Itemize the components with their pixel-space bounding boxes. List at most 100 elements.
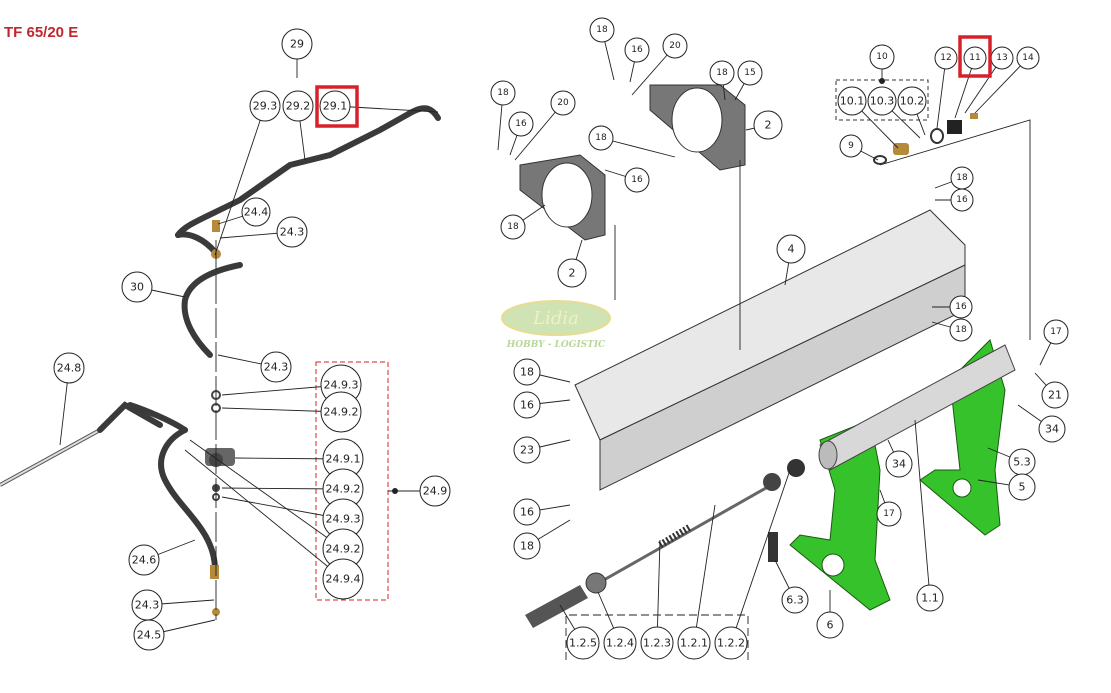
callout-label: 18	[596, 25, 608, 35]
callout-29-1: 29.1	[319, 90, 439, 122]
callout-label: 18	[520, 366, 534, 379]
callout-label: 16	[520, 399, 534, 412]
callout-circle	[513, 498, 541, 526]
callout-16: 16	[604, 167, 650, 193]
callout-label: 17	[883, 509, 894, 519]
callout-circle	[963, 46, 987, 70]
callout-circle	[1016, 46, 1040, 70]
callout-16: 16	[513, 498, 571, 526]
callout-circle	[737, 60, 763, 86]
callout-circle	[934, 46, 958, 70]
callout-24-3: 24.3	[131, 589, 215, 621]
callout-circle	[776, 234, 806, 264]
callout-label: 6	[827, 619, 834, 632]
callout-circle	[513, 391, 541, 419]
callout-29-2: 29.2	[282, 90, 314, 161]
callout-label: 10.1	[840, 95, 865, 108]
callout-circle	[677, 626, 711, 660]
callout-circle	[490, 80, 516, 106]
callout-10-1: 10.1	[837, 86, 899, 149]
callout-circle	[513, 436, 541, 464]
callout-circle	[500, 214, 526, 240]
callout-circle	[949, 295, 973, 319]
callout-1-2-3: 1.2.3	[640, 539, 674, 660]
callout-label: 18	[507, 222, 519, 232]
callout-16: 16	[932, 295, 973, 319]
callout-1-1: 1.1	[914, 419, 944, 612]
callout-29: 29	[281, 28, 313, 78]
callout-circle	[816, 611, 844, 639]
callout-label: 30	[130, 281, 144, 294]
callout-label: 10.2	[900, 95, 925, 108]
callout-circle	[950, 188, 974, 212]
callout-circle	[53, 352, 85, 384]
callout-label: 24.3	[264, 361, 289, 374]
callout-18: 18	[709, 60, 735, 101]
leader-line	[656, 539, 661, 644]
leader-line	[334, 105, 439, 113]
callout-circle	[281, 28, 313, 60]
callout-circle	[276, 216, 308, 248]
callout-24-8: 24.8	[53, 352, 85, 446]
callout-label: 1.2.3	[643, 637, 671, 650]
callout-label: 1.2.1	[680, 637, 708, 650]
callout-label: 29	[290, 38, 304, 51]
callout-label: 24.8	[57, 362, 82, 375]
callout-24-5: 24.5	[133, 619, 216, 651]
callout-20: 20	[631, 33, 688, 96]
callout-9: 9	[839, 134, 879, 161]
callout-circle	[550, 90, 576, 116]
callout-circle	[867, 86, 897, 116]
callout-circle	[603, 626, 637, 660]
callout-circle	[1008, 473, 1036, 501]
callout-label: 13	[996, 53, 1007, 63]
callout-12: 12	[934, 46, 958, 129]
callout-24-6: 24.6	[128, 539, 196, 576]
callout-label: 16	[515, 119, 527, 129]
callout-5-3: 5.3	[987, 447, 1036, 476]
callout-1-2-1: 1.2.1	[677, 504, 716, 660]
callout-18: 18	[588, 125, 676, 158]
callout-circle	[662, 33, 688, 59]
callout-circle	[753, 110, 783, 140]
callout-label: 2	[569, 267, 576, 280]
callout-20: 20	[514, 90, 576, 161]
beam-4	[574, 209, 966, 491]
callout-24-4: 24.4	[217, 197, 271, 227]
callout-21: 21	[1034, 372, 1069, 409]
callout-label: 24.9.2	[324, 406, 359, 419]
callout-circle	[876, 501, 902, 527]
logo-tagline: HOBBY - LOGISTIC	[506, 340, 606, 350]
model-title: TF 65/20 E	[4, 24, 79, 41]
lidia-logo-watermark: Lidia HOBBY - LOGISTIC	[501, 300, 611, 350]
callout-label: 1.2.5	[569, 637, 597, 650]
callout-label: 10	[876, 52, 888, 62]
callout-34: 34	[1017, 404, 1066, 443]
highlight-box-11	[958, 35, 992, 78]
frame-stand-6	[789, 419, 891, 611]
callout-label: 20	[557, 98, 569, 108]
callout-label: 18	[497, 88, 509, 98]
logo-name: Lidia	[532, 308, 579, 329]
callout-label: 24.3	[135, 599, 160, 612]
callout-6-3: 6.3	[774, 559, 809, 614]
callout-circle	[624, 167, 650, 193]
callout-label: 24.9.4	[326, 573, 361, 586]
shield-2-front	[519, 154, 606, 241]
callout-circle	[1038, 415, 1066, 443]
callout-label: 18	[520, 540, 534, 553]
callout-circle	[513, 358, 541, 386]
callout-label: 1.2.4	[606, 637, 634, 650]
callout-label: 4	[788, 243, 795, 256]
callout-label: 5.3	[1013, 456, 1031, 469]
callout-circle	[949, 318, 973, 342]
callout-16: 16	[624, 37, 650, 83]
callout-circle	[1043, 319, 1069, 345]
callout-1-2-2: 1.2.2	[714, 469, 791, 660]
callout-label: 18	[956, 173, 968, 183]
callout-label: 24.6	[132, 554, 157, 567]
callout-circle	[897, 86, 927, 116]
callout-10-3: 10.3	[867, 86, 921, 139]
hose-assembly-29	[175, 105, 441, 259]
callout-6: 6	[816, 590, 844, 639]
